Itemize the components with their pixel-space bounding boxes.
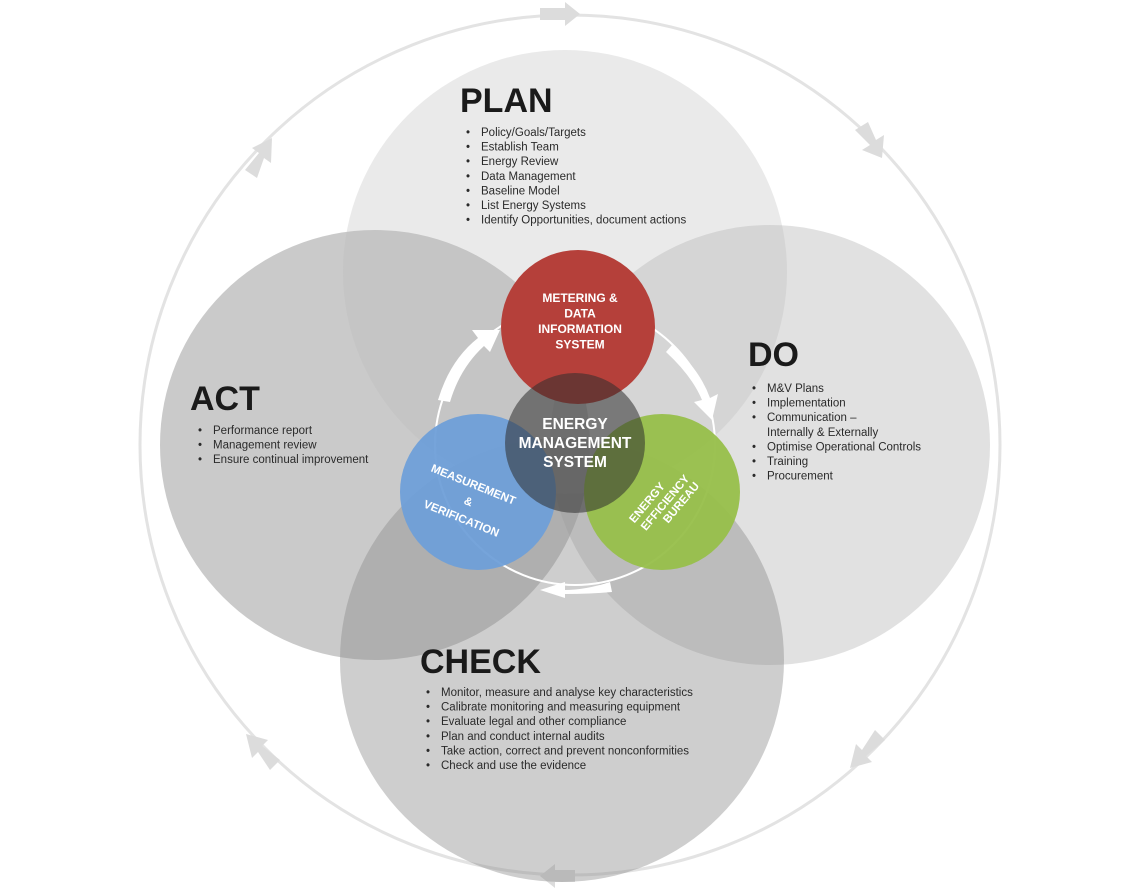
bullet-dot: • (426, 760, 430, 772)
bullet-dot: • (466, 185, 470, 197)
metering-label: METERING & (542, 291, 618, 305)
bullet-dot: • (198, 425, 202, 437)
ems-circle (505, 373, 645, 513)
act-item: Ensure continual improvement (213, 454, 369, 466)
arrow-icon (540, 2, 580, 26)
plan-item: Energy Review (481, 156, 559, 168)
check-item: Check and use the evidence (441, 760, 586, 772)
bullet-dot: • (198, 440, 202, 452)
check-item: Monitor, measure and analyse key charact… (441, 687, 693, 699)
plan-title: PLAN (460, 82, 553, 120)
bullet-dot: • (752, 398, 756, 410)
bullet-dot: • (466, 142, 470, 154)
bullet-dot: • (426, 731, 430, 743)
do-item: Optimise Operational Controls (767, 441, 921, 453)
act-item: Performance report (213, 425, 313, 437)
bullet-dot: • (752, 412, 756, 424)
bullet-dot: • (752, 383, 756, 395)
arrow-icon (540, 864, 575, 888)
bullet-dot: • (752, 471, 756, 483)
do-item: Internally & Externally (767, 427, 878, 439)
check-item: Take action, correct and prevent nonconf… (441, 745, 689, 757)
arrow-icon (850, 730, 885, 768)
do-item: Communication – (767, 412, 857, 424)
arrow-icon (438, 330, 500, 402)
arrow-icon (246, 734, 280, 770)
plan-item: Identify Opportunities, document actions (481, 215, 686, 227)
plan-item: List Energy Systems (481, 200, 586, 212)
check-item: Calibrate monitoring and measuring equip… (441, 702, 681, 714)
arrow-icon (540, 582, 612, 598)
metering-label: SYSTEM (555, 338, 604, 352)
outer-cycle-arrows (245, 2, 885, 888)
inner-cycle-arrows (438, 330, 718, 598)
bullet-dot: • (466, 200, 470, 212)
bullet-dot: • (426, 702, 430, 714)
act-item: Management review (213, 440, 317, 452)
check-item: Plan and conduct internal audits (441, 731, 605, 743)
arrow-icon (666, 345, 718, 420)
bullet-dot: • (466, 127, 470, 139)
ems-label: MANAGEMENT (519, 435, 632, 452)
do-item: M&V Plans (767, 383, 824, 395)
check-item: Evaluate legal and other compliance (441, 716, 626, 728)
arrow-icon (245, 138, 272, 178)
plan-item: Policy/Goals/Targets (481, 127, 586, 139)
do-item: Implementation (767, 398, 846, 410)
check-title: CHECK (420, 643, 541, 681)
do-item: Training (767, 456, 808, 468)
bullet-dot: • (466, 215, 470, 227)
do-item: Procurement (767, 471, 834, 483)
bullet-dot: • (752, 456, 756, 468)
arrow-icon (855, 122, 884, 158)
do-title: DO (748, 336, 799, 374)
bullet-dot: • (466, 171, 470, 183)
ems-label: SYSTEM (543, 454, 607, 471)
plan-item: Baseline Model (481, 185, 560, 197)
plan-item: Establish Team (481, 142, 559, 154)
ems-label: ENERGY (542, 416, 608, 433)
bullet-dot: • (426, 745, 430, 757)
bullet-dot: • (198, 454, 202, 466)
bullet-dot: • (426, 687, 430, 699)
bullet-dot: • (752, 441, 756, 453)
metering-circle (501, 250, 655, 404)
metering-label: DATA (564, 307, 596, 321)
bullet-dot: • (426, 716, 430, 728)
bullet-dot: • (466, 156, 470, 168)
plan-item: Data Management (481, 171, 576, 183)
act-title: ACT (190, 380, 260, 418)
metering-label: INFORMATION (538, 322, 622, 336)
